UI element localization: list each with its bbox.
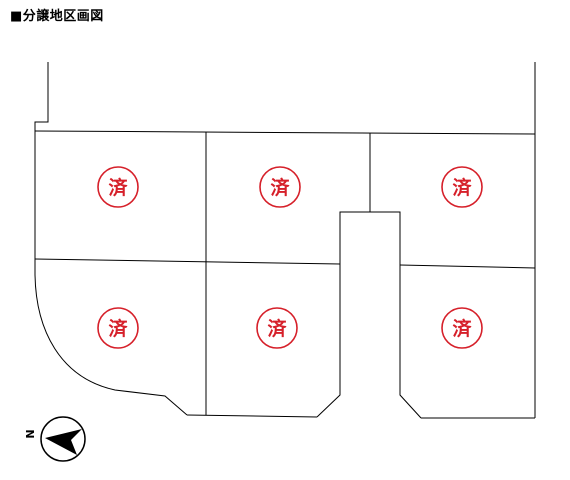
- sold-stamp-ring: [259, 166, 301, 208]
- sold-stamp-ring: [97, 307, 139, 349]
- sold-stamp-label: 済: [452, 317, 472, 340]
- sold-stamp-label: 済: [270, 176, 290, 199]
- compass-arrow-icon: [45, 429, 82, 455]
- lot-3[interactable]: 済: [441, 166, 483, 208]
- north-compass: N: [24, 416, 86, 462]
- sold-stamp-label: 済: [267, 317, 287, 340]
- sold-stamp-label: 済: [108, 317, 128, 340]
- compass-north-label: N: [24, 429, 37, 438]
- sold-stamp-ring: [97, 166, 139, 208]
- site-boundary: [34, 62, 536, 419]
- lot-6[interactable]: 済: [441, 307, 483, 349]
- lot-4[interactable]: 済: [97, 307, 139, 349]
- page-title: ■分譲地区画図: [10, 9, 104, 24]
- sold-stamp-label: 済: [452, 176, 472, 199]
- lot-2[interactable]: 済: [259, 166, 301, 208]
- sold-stamp-ring: [256, 307, 298, 349]
- lot-5[interactable]: 済: [256, 307, 298, 349]
- sold-stamp-label: 済: [108, 176, 128, 199]
- lot-divisions: [34, 132, 536, 415]
- sold-stamp-ring: [441, 166, 483, 208]
- sold-stamp-ring: [441, 307, 483, 349]
- lot-1[interactable]: 済: [97, 166, 139, 208]
